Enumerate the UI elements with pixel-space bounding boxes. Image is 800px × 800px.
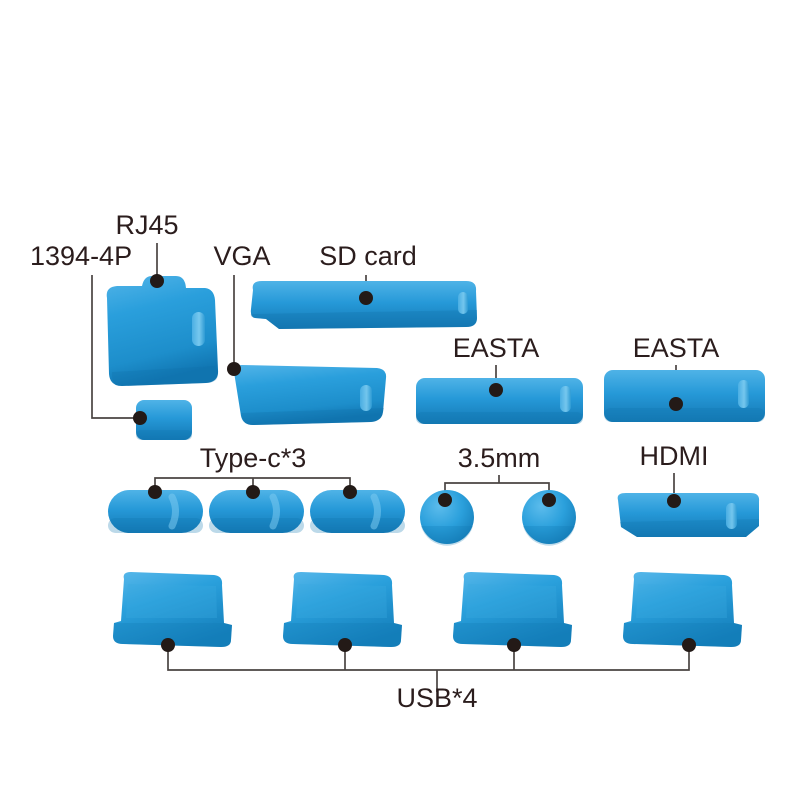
vga-plug: [233, 365, 387, 425]
label-hdmi: HDMI: [640, 441, 709, 471]
callout-dot-typec-1: [148, 485, 162, 499]
callout-dots: [133, 274, 696, 652]
1394-4p-plug: [136, 400, 192, 440]
rj45-plug: [106, 276, 219, 386]
label-rj45: RJ45: [115, 210, 178, 240]
typec-plug-1: [108, 490, 203, 533]
label-esata-right: EASTA: [633, 333, 720, 363]
label-35mm: 3.5mm: [458, 443, 541, 473]
label-usb: USB*4: [396, 683, 477, 713]
callout-dot-vga: [227, 362, 241, 376]
callout-dot-35mm-1: [438, 493, 452, 507]
callout-dot-hdmi: [667, 494, 681, 508]
leader-usb-bracket: [167, 646, 690, 692]
typec-plug-2: [209, 490, 304, 533]
hdmi-plug: [617, 493, 760, 537]
sd-card-plug: [250, 281, 477, 329]
esata-plug-right: [604, 370, 765, 422]
callout-dot-1394-4p: [133, 411, 147, 425]
label-vga: VGA: [213, 241, 270, 271]
label-typec: Type-c*3: [200, 443, 307, 473]
typec-plug-3: [310, 490, 405, 533]
leader-1394-4p: [91, 275, 136, 419]
callout-dot-esata-right: [669, 397, 683, 411]
label-esata-left: EASTA: [453, 333, 540, 363]
usb-plug-2: [283, 572, 402, 647]
callout-dot-rj45: [150, 274, 164, 288]
callout-dot-usb-4: [682, 638, 696, 652]
usb-plug-3: [453, 572, 572, 647]
callout-dot-usb-2: [338, 638, 352, 652]
label-1394-4p: 1394-4P: [30, 241, 132, 271]
callout-dot-usb-3: [507, 638, 521, 652]
jack-35mm-plug-1: [420, 490, 474, 546]
usb-plug-1: [113, 572, 232, 647]
callout-dot-35mm-2: [542, 493, 556, 507]
label-sd-card: SD card: [319, 241, 417, 271]
usb-plug-4: [623, 572, 742, 647]
callout-labels: RJ45 1394-4P VGA SD card EASTA EASTA Typ…: [30, 210, 719, 713]
esata-plug-left: [416, 378, 583, 424]
callout-dot-typec-3: [343, 485, 357, 499]
callout-dot-esata-left: [489, 383, 503, 397]
callout-dot-sd-card: [359, 291, 373, 305]
jack-35mm-plug-2: [522, 490, 576, 546]
callout-dot-typec-2: [246, 485, 260, 499]
callout-dot-usb-1: [161, 638, 175, 652]
